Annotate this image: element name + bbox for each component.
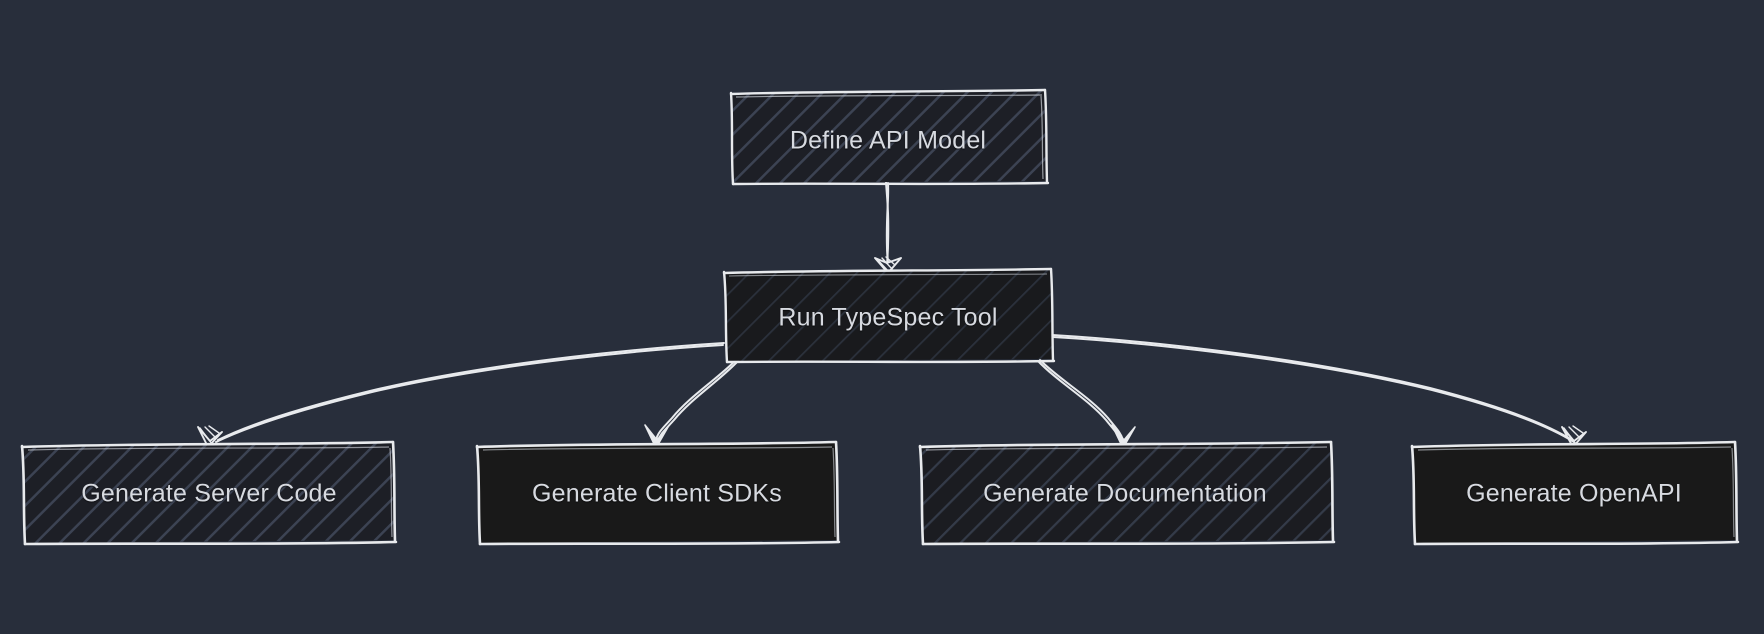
- edge-run-to-server: [197, 342, 725, 448]
- edge-define-to-run: [874, 181, 902, 274]
- node-define-api-model[interactable]: [729, 88, 1050, 186]
- node-generate-server-code[interactable]: [20, 440, 398, 546]
- edge-run-to-openapi: [1051, 334, 1587, 448]
- node-generate-documentation[interactable]: [918, 440, 1336, 546]
- node-generate-openapi[interactable]: [1410, 440, 1740, 546]
- edge-run-to-docs: [1037, 359, 1136, 449]
- node-run-typespec-tool[interactable]: [722, 267, 1056, 364]
- node-layer: [20, 88, 1740, 546]
- edge-run-to-sdks: [644, 359, 739, 449]
- node-generate-client-sdks[interactable]: [475, 440, 841, 546]
